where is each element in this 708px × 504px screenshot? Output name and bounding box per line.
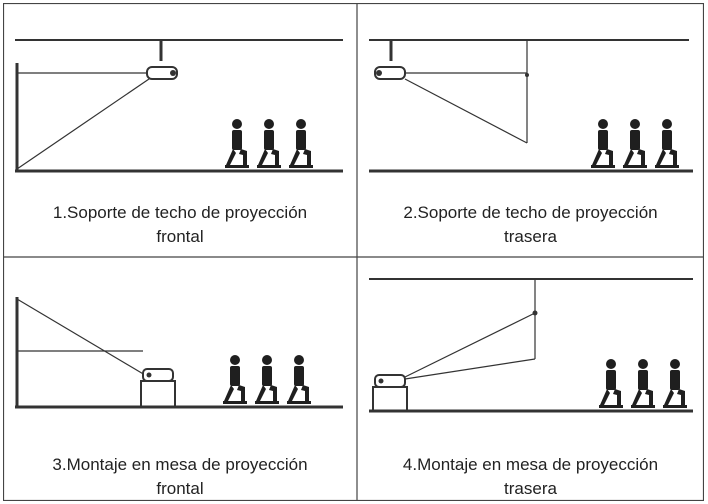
ceiling-rear-projection-diagram — [369, 39, 693, 173]
mode-cell-1: 1.Soporte de techo de proyección frontal — [3, 3, 357, 257]
grid-frame — [3, 3, 704, 501]
caption-4: 4.Montaje en mesa de proyección trasera — [357, 453, 704, 501]
ceiling-front-projection-diagram — [15, 39, 343, 173]
caption-4-line-1: 4.Montaje en mesa de proyección — [402, 455, 659, 474]
caption-2-line-2: trasera — [504, 227, 557, 246]
caption-1-line-2: frontal — [156, 227, 204, 246]
caption-2: 2.Soporte de techo de proyección trasera — [357, 201, 704, 249]
caption-2-line-1: 2.Soporte de techo de proyección — [403, 203, 658, 222]
caption-3-line-1: 3.Montaje en mesa de proyección — [52, 455, 308, 474]
caption-4-line-2: trasera — [504, 479, 557, 498]
caption-1: 1.Soporte de techo de proyección frontal — [3, 201, 357, 249]
caption-3: 3.Montaje en mesa de proyección frontal — [3, 453, 357, 501]
table-front-projection-diagram — [15, 297, 343, 409]
mode-cell-3: 3.Montaje en mesa de proyección frontal — [3, 257, 357, 501]
audience-figures — [223, 355, 311, 404]
mode-cell-4: 4.Montaje en mesa de proyección trasera — [357, 257, 704, 501]
installation-modes-grid: 1.Soporte de techo de proyección frontal… — [3, 3, 704, 501]
mode-cell-2: 2.Soporte de techo de proyección trasera — [357, 3, 704, 257]
audience-figures — [599, 359, 687, 408]
audience-figures — [225, 119, 313, 168]
audience-figures — [591, 119, 679, 168]
table-rear-projection-diagram — [369, 278, 693, 413]
caption-1-line-1: 1.Soporte de techo de proyección — [52, 203, 308, 222]
caption-3-line-2: frontal — [156, 479, 204, 498]
